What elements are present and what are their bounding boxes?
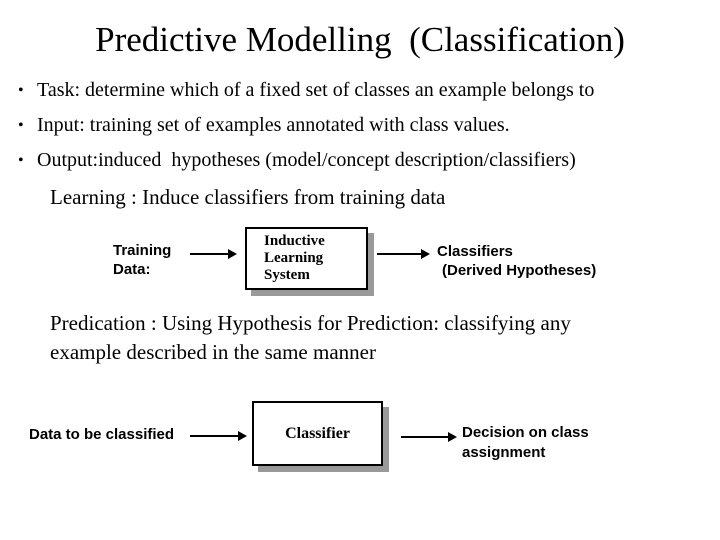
predication-line2: example described in the same manner <box>50 340 376 364</box>
box-line: System <box>264 267 310 283</box>
arrow-head <box>421 249 430 259</box>
arrow-head <box>448 432 457 442</box>
arrow-right-icon <box>190 249 237 259</box>
arrow-shaft <box>401 436 451 438</box>
bullet-item: • Task: determine which of a fixed set o… <box>18 79 718 102</box>
arrow-right-icon <box>377 249 430 259</box>
arrow-head <box>228 249 237 259</box>
slide-title: Predictive Modelling (Classification) <box>95 20 625 59</box>
training-data-label: Training Data: <box>113 241 171 279</box>
classifiers-label: Classifiers (Derived Hypotheses) <box>437 242 596 280</box>
bullet-item: • Input: training set of examples annota… <box>18 114 718 137</box>
decision-label: Decision on class assignment <box>462 423 589 463</box>
bullet-marker: • <box>18 152 24 169</box>
bullet-list: • Task: determine which of a fixed set o… <box>18 79 718 184</box>
decision-label-line1: Decision on class <box>462 424 589 441</box>
inductive-learning-system-box: Inductive Learning System <box>245 227 368 290</box>
training-data-label-line2: Data: <box>113 261 151 278</box>
decision-label-line2: assignment <box>462 444 546 461</box>
classifier-box-label: Classifier <box>285 424 350 442</box>
classifiers-label-line2: (Derived Hypotheses) <box>442 262 597 279</box>
arrow-shaft <box>190 435 241 437</box>
bullet-text: Input: training set of examples annotate… <box>37 114 510 136</box>
arrow-head <box>238 431 247 441</box>
predication-paragraph: Predication : Using Hypothesis for Predi… <box>50 309 571 367</box>
data-to-be-classified-label: Data to be classified <box>29 426 175 443</box>
arrow-right-icon <box>401 432 457 442</box>
bullet-marker: • <box>18 82 24 99</box>
bullet-text: Task: determine which of a fixed set of … <box>37 79 595 101</box>
classifiers-label-line1: Classifiers <box>437 243 513 260</box>
bullet-item: • Output:induced hypotheses (model/conce… <box>18 149 718 172</box>
training-data-label-line1: Training <box>113 242 172 259</box>
box-line: Inductive <box>264 233 325 249</box>
arrow-shaft <box>190 253 231 255</box>
box-line: Learning <box>264 250 324 266</box>
predication-line1: Predication : Using Hypothesis for Predi… <box>50 311 571 335</box>
bullet-marker: • <box>18 117 24 134</box>
arrow-shaft <box>377 253 424 255</box>
classifier-box: Classifier <box>252 401 383 466</box>
arrow-right-icon <box>190 431 247 441</box>
bullet-text: Output:induced hypotheses (model/concept… <box>37 149 576 171</box>
learning-caption: Learning : Induce classifiers from train… <box>50 185 446 209</box>
